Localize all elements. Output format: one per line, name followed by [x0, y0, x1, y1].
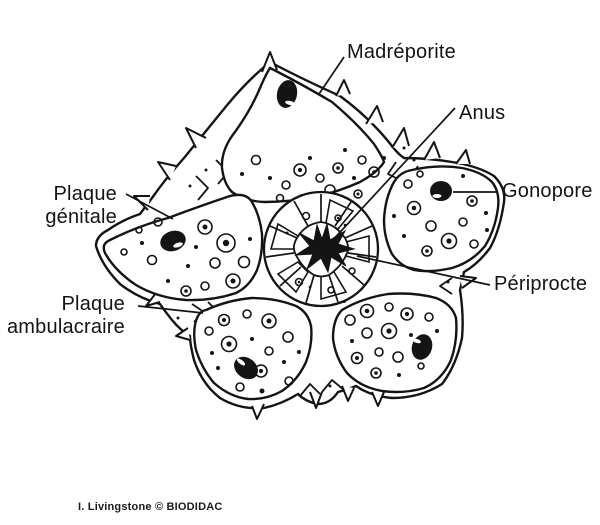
plaque-genitale-leader-line — [125, 193, 174, 220]
plaque-ambulacraire-label-line2: ambulacraire — [6, 316, 125, 338]
gonopores — [160, 80, 452, 380]
plaque-genitale-label-line1: Plaque — [53, 183, 117, 205]
anus-star — [294, 222, 356, 274]
periprocte-label: Périprocte — [494, 273, 588, 295]
plaque-ambulacraire-label-line1: Plaque — [61, 293, 125, 315]
plaque-ambulacraire-leader-line — [137, 305, 204, 314]
credit-text: I. Livingstone © BIODIDAC — [78, 501, 223, 513]
gonopore-label: Gonopore — [502, 180, 593, 202]
genital-plate-bottom-left — [193, 296, 313, 401]
periproct-plate-sutures — [265, 194, 377, 304]
leader-lines — [125, 56, 497, 314]
tubercles — [120, 146, 489, 394]
periprocte-leader-line — [356, 255, 491, 286]
plaque-genitale-label: Plaque génitale — [45, 183, 117, 229]
madreporite-label: Madréporite — [347, 41, 456, 63]
anus-label: Anus — [459, 102, 506, 124]
gonopore-mark — [430, 181, 452, 201]
periproct — [262, 190, 380, 308]
plaque-genitale-label-line2: génitale — [45, 206, 117, 228]
anus-leader-line — [329, 107, 456, 244]
madreporite-leader-line — [318, 56, 345, 95]
genital-plate-left — [102, 193, 264, 302]
plaque-ambulacraire-label: Plaque ambulacraire — [7, 293, 125, 339]
gonopore-mark — [276, 80, 298, 108]
